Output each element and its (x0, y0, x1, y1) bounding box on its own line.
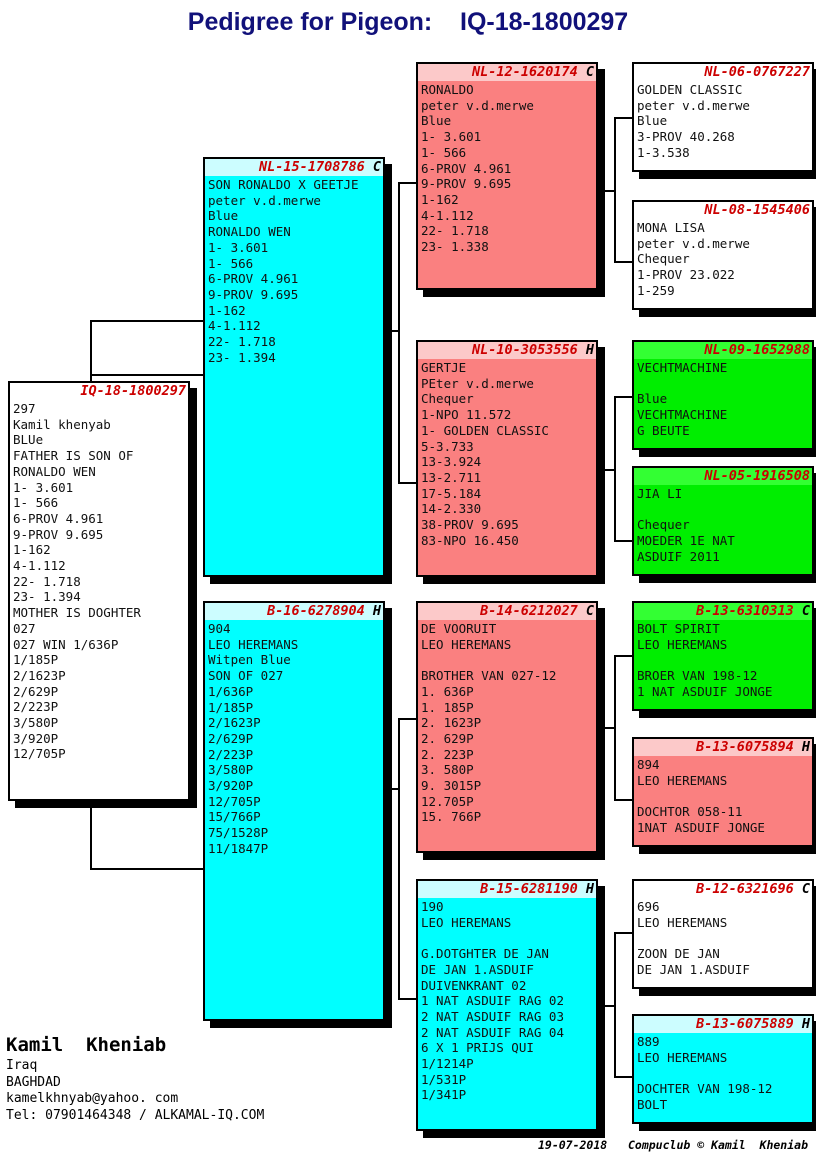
details-subject: 297 Kamil khenyab BLUe FATHER IS SON OF … (13, 401, 141, 762)
footer-credit: 19-07-2018 Compuclub © Kamil Kheniab (537, 1138, 808, 1152)
connector-dam-to-dd (398, 998, 416, 1000)
ring-number-sire-sire: NL-12-1620174 C (418, 64, 596, 81)
connector-dd-stem (600, 1005, 616, 1007)
connector-sire-vertical (398, 182, 400, 482)
details-sire-dam: GERTJE PEter v.d.merwe Chequer 1-NPO 11.… (421, 360, 549, 548)
connector-ds-stem (600, 727, 616, 729)
details-ss-sire: GOLDEN CLASSIC peter v.d.merwe Blue 3-PR… (637, 82, 750, 160)
pedigree-box-sire[interactable]: NL-15-1708786 C SON RONALDO X GEETJE pet… (203, 157, 385, 577)
ring-number-dam-sire: B-14-6212027 C (418, 603, 596, 620)
sex-indicator: C (801, 603, 810, 619)
ring-number-dam: B-16-6278904 H (205, 603, 383, 620)
pedigree-box-ss-sire[interactable]: NL-06-0767227 GOLDEN CLASSIC peter v.d.m… (632, 62, 814, 172)
sex-indicator: H (801, 1016, 810, 1032)
ring-number-ds-dam: B-13-6075894 H (634, 739, 812, 756)
sex-indicator: C (585, 64, 594, 80)
ring-number-ss-sire: NL-06-0767227 (634, 64, 812, 81)
details-ds-dam: 894 LEO HEREMANS DOCHTOR 058-11 1NAT ASD… (637, 757, 765, 835)
connector-sd-stem (600, 469, 616, 471)
connector-sire-to-ss (398, 182, 416, 184)
connector-dam-stem (385, 788, 400, 790)
ring-number-dd-dam: B-13-6075889 H (634, 1016, 812, 1033)
pedigree-box-sd-sire[interactable]: NL-09-1652988 VECHTMACHINE Blue VECHTMAC… (632, 340, 814, 450)
details-sire: SON RONALDO X GEETJE peter v.d.merwe Blu… (208, 177, 359, 365)
pedigree-box-sd-dam[interactable]: NL-05-1916508 JIA LI Chequer MOEDER 1E N… (632, 466, 814, 576)
sex-indicator: H (372, 603, 381, 619)
details-dd-sire: 696 LEO HEREMANS ZOON DE JAN DE JAN 1.AS… (637, 899, 750, 977)
connector-sire-stem (385, 330, 400, 332)
sex-indicator: H (585, 881, 594, 897)
connector-dd-to-sire (614, 932, 632, 934)
connector-ss-to-dam (614, 261, 632, 263)
connector-ds-to-sire (614, 655, 632, 657)
ring-number-sd-sire: NL-09-1652988 (634, 342, 812, 359)
sex-indicator: C (585, 603, 594, 619)
ring-number-sire-dam: NL-10-3053556 H (418, 342, 596, 359)
pedigree-box-dam-dam[interactable]: B-15-6281190 H 190 LEO HEREMANS G.DOTGHT… (416, 879, 598, 1131)
details-sd-dam: JIA LI Chequer MOEDER 1E NAT ASDUIF 2011 (637, 486, 735, 564)
pedigree-box-sire-dam[interactable]: NL-10-3053556 H GERTJE PEter v.d.merwe C… (416, 340, 598, 577)
connector-dd-to-dam (614, 1076, 632, 1078)
details-dd-dam: 889 LEO HEREMANS DOCHTER VAN 198-12 BOLT (637, 1034, 773, 1112)
pedigree-box-dd-dam[interactable]: B-13-6075889 H 889 LEO HEREMANS DOCHTER … (632, 1014, 814, 1124)
details-ds-sire: BOLT SPIRIT LEO HEREMANS BROER VAN 198-1… (637, 621, 773, 699)
ring-number-ss-dam: NL-08-1545406 (634, 202, 812, 219)
details-dam-dam: 190 LEO HEREMANS G.DOTGHTER DE JAN DE JA… (421, 899, 564, 1103)
pedigree-box-sire-sire[interactable]: NL-12-1620174 C RONALDO peter v.d.merwe … (416, 62, 598, 290)
details-sd-sire: VECHTMACHINE Blue VECHTMACHINE G BEUTE (637, 360, 728, 438)
connector-sire-to-sd (398, 482, 416, 484)
owner-name: Kamil Kheniab (6, 1034, 167, 1056)
pedigree-box-ds-dam[interactable]: B-13-6075894 H 894 LEO HEREMANS DOCHTOR … (632, 737, 814, 847)
connector-sd-to-sire (614, 396, 632, 398)
ring-number-subject: IQ-18-1800297 (10, 383, 188, 400)
connector-subject-stem (90, 374, 203, 376)
connector-ds-to-dam (614, 799, 632, 801)
details-dam-sire: DE VOORUIT LEO HEREMANS BROTHER VAN 027-… (421, 621, 557, 825)
ring-number-ds-sire: B-13-6310313 C (634, 603, 812, 620)
pedigree-box-subject[interactable]: IQ-18-1800297 297 Kamil khenyab BLUe FAT… (8, 381, 190, 801)
details-sire-sire: RONALDO peter v.d.merwe Blue 1- 3.601 1-… (421, 82, 534, 255)
ring-number-dd-sire: B-12-6321696 C (634, 881, 812, 898)
connector-subject-to-sire (90, 320, 205, 322)
connector-ss-stem (600, 190, 616, 192)
pedigree-box-dam[interactable]: B-16-6278904 H 904 LEO HEREMANS Witpen B… (203, 601, 385, 1021)
pedigree-box-ds-sire[interactable]: B-13-6310313 C BOLT SPIRIT LEO HEREMANS … (632, 601, 814, 711)
details-ss-dam: MONA LISA peter v.d.merwe Chequer 1-PROV… (637, 220, 750, 298)
connector-ss-to-sire (614, 117, 632, 119)
connector-dam-vertical (398, 718, 400, 998)
details-dam: 904 LEO HEREMANS Witpen Blue SON OF 027 … (208, 621, 299, 856)
ring-number-sire: NL-15-1708786 C (205, 159, 383, 176)
sex-indicator: C (801, 881, 810, 897)
connector-sd-to-dam (614, 540, 632, 542)
sex-indicator: C (372, 159, 381, 175)
page-title: Pedigree for Pigeon: IQ-18-1800297 (187, 8, 629, 36)
pedigree-box-dd-sire[interactable]: B-12-6321696 C 696 LEO HEREMANS ZOON DE … (632, 879, 814, 989)
owner-contact-details: Iraq BAGHDAD kamelkhnyab@yahoo. com Tel:… (6, 1058, 265, 1123)
pedigree-box-dam-sire[interactable]: B-14-6212027 C DE VOORUIT LEO HEREMANS B… (416, 601, 598, 853)
sex-indicator: H (585, 342, 594, 358)
ring-number-sd-dam: NL-05-1916508 (634, 468, 812, 485)
connector-dam-to-ds (398, 718, 416, 720)
connector-subject-to-dam (90, 868, 205, 870)
sex-indicator: H (801, 739, 810, 755)
pedigree-box-ss-dam[interactable]: NL-08-1545406 MONA LISA peter v.d.merwe … (632, 200, 814, 310)
ring-number-dam-dam: B-15-6281190 H (418, 881, 596, 898)
